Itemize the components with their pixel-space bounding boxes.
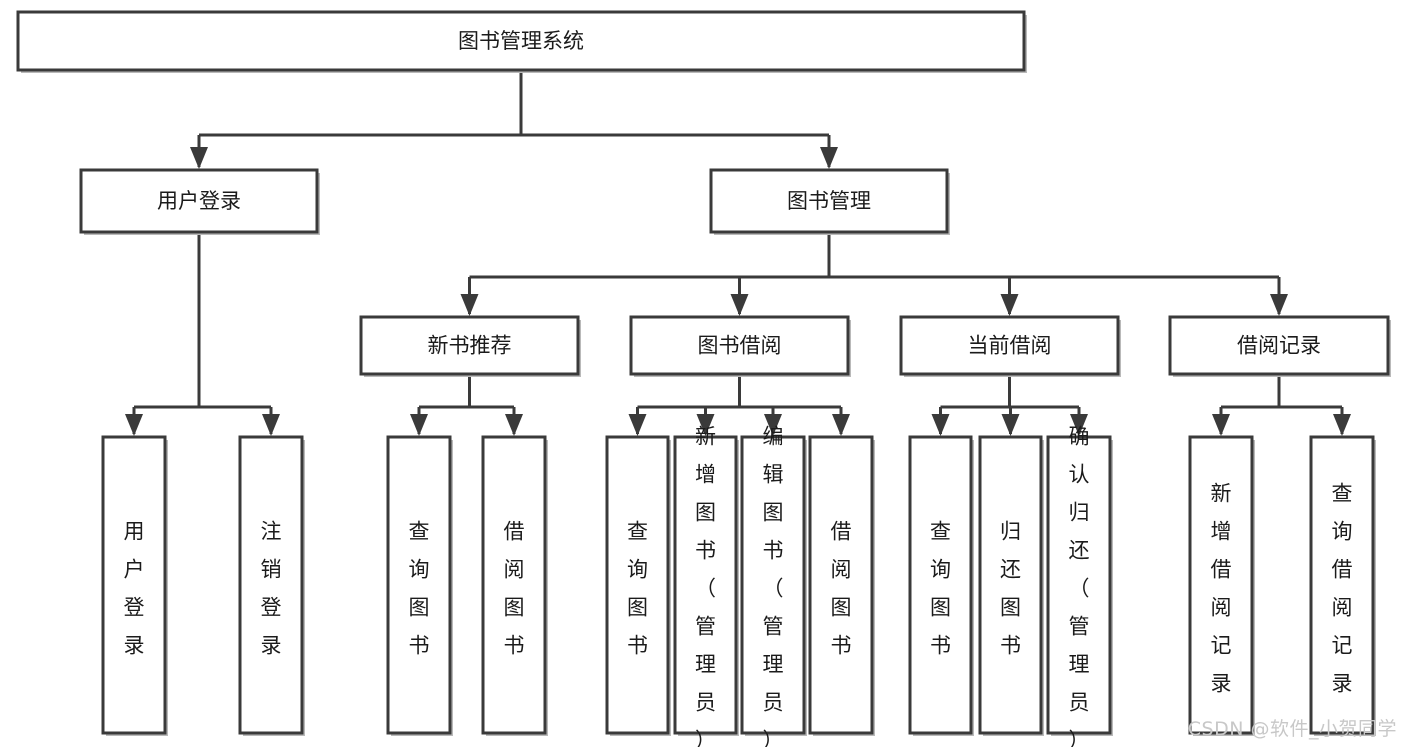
node-新增借阅记录[interactable]: 新增借阅记录 xyxy=(1188,435,1255,736)
node-rect xyxy=(16,10,1026,72)
arrowhead-icon xyxy=(931,414,950,436)
node-rect xyxy=(101,435,167,735)
node-图书借阅[interactable]: 图书借阅 xyxy=(629,315,851,377)
node-rect xyxy=(359,315,580,376)
node-rect xyxy=(386,435,452,735)
arrowhead-icon xyxy=(125,414,143,436)
node-编辑图书管理员[interactable]: 编辑图书（管理员） xyxy=(740,425,807,747)
arrowhead-icon xyxy=(262,414,280,436)
node-label: 查询借阅记录 xyxy=(1332,482,1353,696)
node-新增图书管理员[interactable]: 新增图书（管理员） xyxy=(673,425,739,747)
node-label: 图书管理系统 xyxy=(458,29,584,53)
arrowhead-icon xyxy=(1070,414,1088,436)
node-label: 查询图书 xyxy=(627,520,648,658)
arrowhead-icon xyxy=(832,414,850,436)
node-查询借阅记录[interactable]: 查询借阅记录 xyxy=(1309,435,1376,736)
arrowhead-icon xyxy=(730,294,749,316)
node-rect xyxy=(709,168,949,234)
node-label: 图书借阅 xyxy=(698,334,782,358)
node-rect xyxy=(908,435,973,735)
node-rect xyxy=(481,435,547,735)
arrowhead-icon xyxy=(1333,414,1351,436)
arrowhead-icon xyxy=(764,414,782,436)
node-rect xyxy=(978,435,1043,735)
node-label: 借阅图书 xyxy=(831,520,852,658)
node-label: 借阅记录 xyxy=(1237,334,1321,358)
node-label: 用户登录 xyxy=(124,520,145,658)
node-归还图书[interactable]: 归还图书 xyxy=(978,435,1044,736)
node-新书推荐[interactable]: 新书推荐 xyxy=(359,315,581,377)
node-借阅图书[interactable]: 借阅图书 xyxy=(808,435,875,736)
arrowhead-icon xyxy=(820,147,838,169)
node-rect xyxy=(899,315,1120,376)
node-图书管理[interactable]: 图书管理 xyxy=(709,168,950,235)
node-当前借阅[interactable]: 当前借阅 xyxy=(899,315,1121,377)
node-查询图书[interactable]: 查询图书 xyxy=(908,435,974,736)
connector-edges xyxy=(125,70,1351,436)
node-rect xyxy=(238,435,304,735)
node-rect xyxy=(605,435,670,735)
node-用户登录[interactable]: 用户登录 xyxy=(79,168,320,235)
arrowhead-icon xyxy=(1270,294,1288,316)
arrowhead-icon xyxy=(628,414,647,436)
node-label: 查询图书 xyxy=(409,520,430,658)
node-label: 查询图书 xyxy=(930,520,951,658)
arrowhead-icon xyxy=(1212,414,1230,436)
arrowhead-icon xyxy=(696,414,715,436)
arrowhead-icon xyxy=(1001,414,1020,436)
node-rect xyxy=(629,315,850,376)
node-label: 用户登录 xyxy=(157,189,241,213)
node-label: 借阅图书 xyxy=(504,520,525,658)
node-借阅记录[interactable]: 借阅记录 xyxy=(1168,315,1391,377)
node-boxes: 图书管理系统用户登录图书管理新书推荐图书借阅当前借阅借阅记录用户登录注销登录查询… xyxy=(16,10,1391,747)
node-rect xyxy=(808,435,874,735)
node-rect xyxy=(673,435,738,735)
node-图书管理系统[interactable]: 图书管理系统 xyxy=(16,10,1027,73)
node-label: 确认归还（管理员） xyxy=(1069,425,1090,747)
arrowhead-icon xyxy=(460,294,479,316)
node-查询图书[interactable]: 查询图书 xyxy=(386,435,453,736)
node-rect xyxy=(1309,435,1375,735)
node-注销登录[interactable]: 注销登录 xyxy=(238,435,305,736)
watermark-label: CSDN @软件_小贺同学 xyxy=(1187,718,1397,740)
node-label: 归还图书 xyxy=(1000,520,1021,658)
arrowhead-icon xyxy=(190,147,208,169)
arrowhead-icon xyxy=(410,414,428,436)
arrowhead-icon xyxy=(505,414,523,436)
node-借阅图书[interactable]: 借阅图书 xyxy=(481,435,548,736)
node-rect xyxy=(1188,435,1254,735)
node-label: 新增借阅记录 xyxy=(1211,482,1232,696)
node-label: 编辑图书（管理员） xyxy=(763,425,784,747)
node-rect xyxy=(79,168,319,234)
node-rect xyxy=(1168,315,1390,376)
node-label: 新书推荐 xyxy=(428,334,512,358)
node-label: 注销登录 xyxy=(261,520,282,658)
node-label: 图书管理 xyxy=(787,189,871,213)
node-rect xyxy=(740,435,806,735)
node-rect xyxy=(1046,435,1112,735)
node-查询图书[interactable]: 查询图书 xyxy=(605,435,671,736)
node-用户登录[interactable]: 用户登录 xyxy=(101,435,168,736)
node-确认归还管理员[interactable]: 确认归还（管理员） xyxy=(1046,425,1113,747)
arrowhead-icon xyxy=(1000,294,1019,316)
node-label: 新增图书（管理员） xyxy=(695,425,716,747)
node-label: 当前借阅 xyxy=(968,334,1052,358)
